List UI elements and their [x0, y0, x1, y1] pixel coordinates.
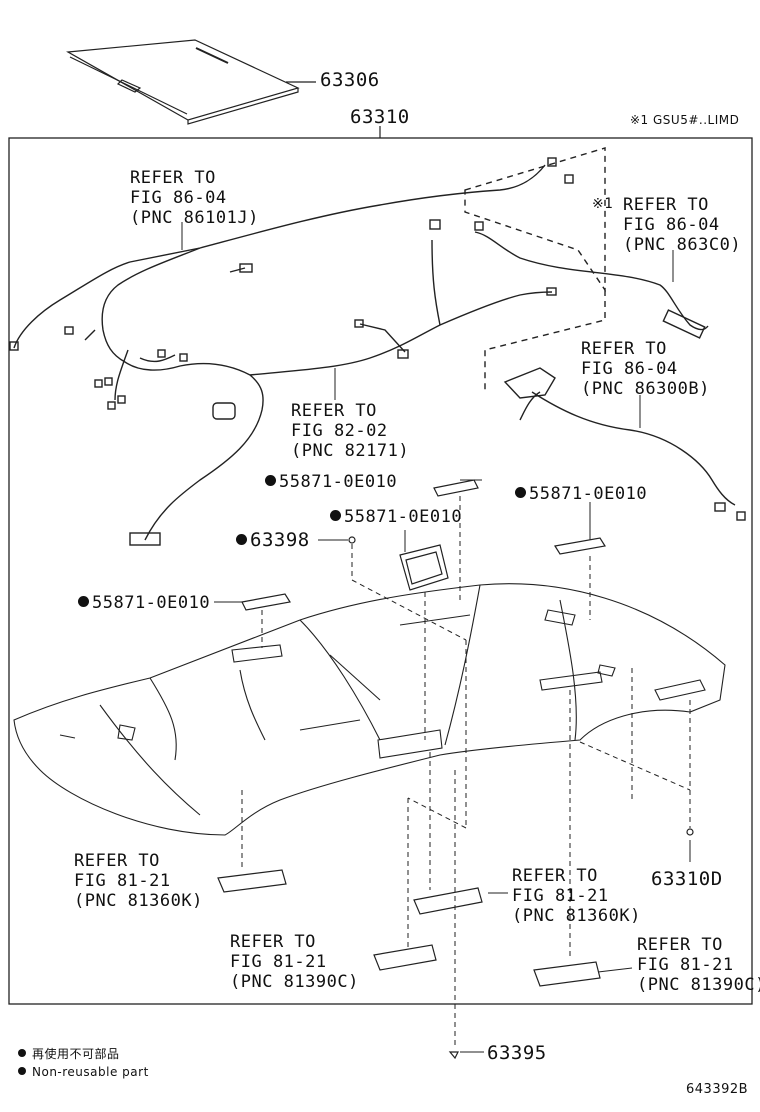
headliner-drawing — [13, 583, 726, 836]
non-reusable-dot-icon — [265, 475, 276, 486]
legend-jp-text: 再使用不可部品 — [32, 1047, 120, 1061]
non-reusable-dot-icon — [236, 534, 247, 545]
ref-pnc-863c0: REFER TO FIG 86-04 (PNC 863C0) — [623, 195, 742, 255]
legend-dot-icon — [18, 1067, 26, 1075]
holder-drawings — [241, 479, 694, 1060]
headliner-cover-drawing — [66, 39, 316, 125]
part-number-63310d: 63310D — [651, 868, 723, 890]
part-number-63395: 63395 — [487, 1042, 547, 1064]
part-number-63306: 63306 — [320, 69, 380, 91]
non-reusable-dot-icon — [330, 510, 341, 521]
ref-pnc-82171: REFER TO FIG 82-02 (PNC 82171) — [291, 401, 410, 461]
part-number-63310: 63310 — [350, 106, 410, 128]
note-marker: ※1 — [592, 196, 614, 212]
ref-pnc-81360k-left: REFER TO FIG 81-21 (PNC 81360K) — [74, 851, 203, 911]
holder-label-d: 55871-0E010 — [78, 593, 210, 613]
holder-label-c: 55871-0E010 — [330, 507, 462, 527]
legend-en: Non-reusable part — [18, 1062, 149, 1082]
ref-pnc-86101j: REFER TO FIG 86-04 (PNC 86101J) — [130, 168, 259, 228]
holder-part-number: 55871-0E010 — [344, 507, 463, 527]
holder-part-number: 55871-0E010 — [529, 484, 648, 504]
figure-id: 643392B — [686, 1082, 749, 1097]
holder-part-number: 55871-0E010 — [279, 472, 398, 492]
note-label: ※1 GSU5#..LIMD — [630, 113, 740, 127]
lamp-drawings — [217, 869, 601, 987]
clip-part-number: 63398 — [250, 529, 310, 551]
non-reusable-dot-icon — [515, 487, 526, 498]
ref-pnc-81390c-right: REFER TO FIG 81-21 (PNC 81390C) — [637, 935, 760, 995]
ref-pnc-81360k-right: REFER TO FIG 81-21 (PNC 81360K) — [512, 866, 641, 926]
clip-label-63398: 63398 — [236, 530, 310, 550]
ref-pnc-81390c-left: REFER TO FIG 81-21 (PNC 81390C) — [230, 932, 359, 992]
legend-en-text: Non-reusable part — [32, 1065, 149, 1079]
ref-pnc-86300b: REFER TO FIG 86-04 (PNC 86300B) — [581, 339, 710, 399]
wire-harness-drawing — [9, 147, 746, 546]
legend-jp: 再使用不可部品 — [18, 1044, 120, 1064]
holder-label-b: 55871-0E010 — [515, 484, 647, 504]
holder-label-a: 55871-0E010 — [265, 472, 397, 492]
holder-part-number: 55871-0E010 — [92, 593, 211, 613]
non-reusable-dot-icon — [78, 596, 89, 607]
legend-dot-icon — [18, 1049, 26, 1057]
